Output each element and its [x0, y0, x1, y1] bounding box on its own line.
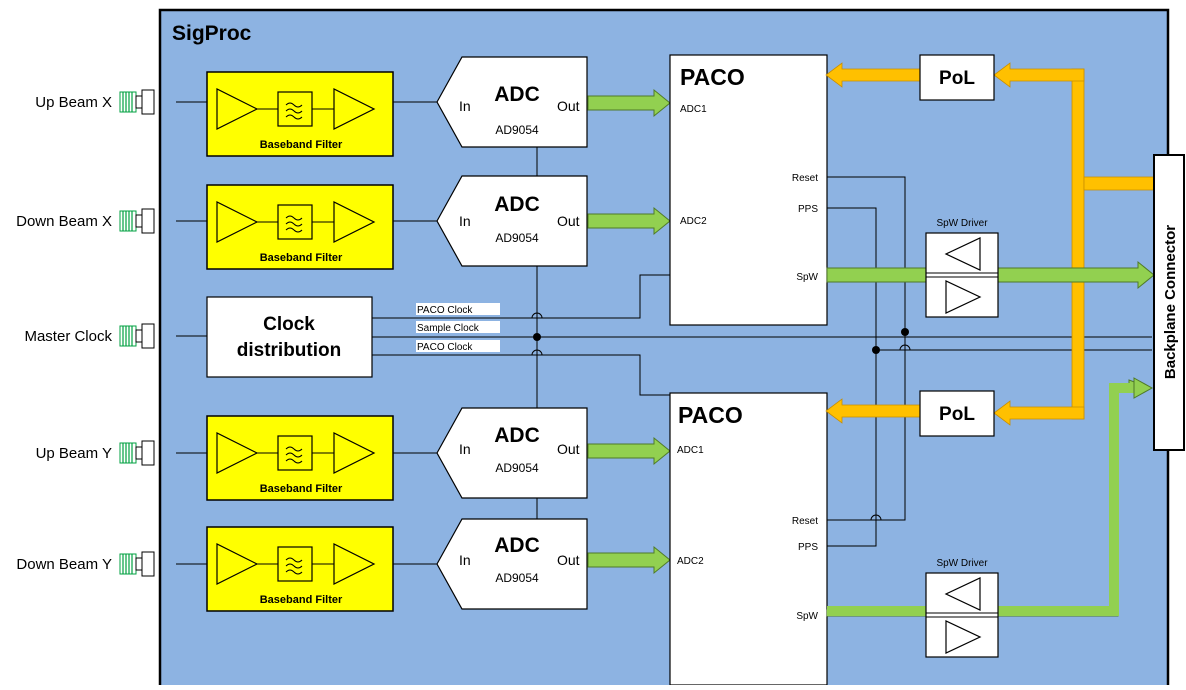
- svg-text:AD9054: AD9054: [495, 461, 539, 475]
- svg-text:PACO: PACO: [678, 402, 743, 428]
- sma-connector-icon: [119, 89, 155, 115]
- clock-distribution-block: Clock distribution: [206, 296, 373, 378]
- svg-text:PoL: PoL: [939, 404, 975, 425]
- svg-text:SpW Driver: SpW Driver: [936, 558, 988, 569]
- svg-text:AD9054: AD9054: [495, 123, 539, 137]
- svg-text:Baseband Filter: Baseband Filter: [260, 139, 343, 151]
- input-label: Master Clock: [24, 328, 112, 345]
- svg-text:Baseband Filter: Baseband Filter: [260, 594, 343, 606]
- paco-fpga-block: PACO ADC1 ADC2 Reset PPS SpW: [669, 54, 828, 326]
- svg-text:Clock: Clock: [263, 314, 315, 335]
- svg-text:PPS: PPS: [798, 542, 818, 553]
- input-label: Down Beam X: [16, 213, 112, 230]
- svg-text:ADC: ADC: [494, 534, 540, 557]
- svg-text:Backplane Connector: Backplane Connector: [1162, 225, 1179, 379]
- spw-driver-block: SpW Driver: [925, 558, 999, 658]
- sma-connector-icon: [119, 208, 155, 234]
- adc-block: ADC In Out AD9054: [436, 175, 588, 267]
- power-arrow: [825, 398, 921, 424]
- svg-text:AD9054: AD9054: [495, 231, 539, 245]
- clock-signal-label: PACO Clock: [417, 305, 473, 316]
- adc-block: ADC In Out AD9054: [436, 56, 588, 148]
- svg-text:Reset: Reset: [792, 516, 818, 527]
- svg-text:PPS: PPS: [798, 204, 818, 215]
- svg-text:Out: Out: [557, 98, 580, 114]
- svg-text:Out: Out: [557, 213, 580, 229]
- svg-text:PoL: PoL: [939, 68, 975, 89]
- spw-arrowhead: [1133, 377, 1154, 399]
- power-arrow: [993, 400, 1085, 426]
- sma-connector-icon: [119, 440, 155, 466]
- power-bus: [1071, 68, 1085, 420]
- board-title: SigProc: [172, 22, 252, 45]
- pol-block: PoL: [919, 390, 995, 437]
- junction-dot: [872, 346, 880, 354]
- svg-text:ADC1: ADC1: [680, 104, 707, 115]
- data-arrow: [587, 206, 671, 236]
- paco-fpga-block: PACO ADC1 ADC2 Reset PPS SpW: [669, 392, 828, 686]
- power-arrow: [993, 62, 1085, 88]
- svg-text:SpW Driver: SpW Driver: [936, 218, 988, 229]
- svg-text:ADC1: ADC1: [677, 445, 704, 456]
- svg-text:Out: Out: [557, 441, 580, 457]
- baseband-filter-block: Baseband Filter: [206, 184, 394, 270]
- svg-text:SpW: SpW: [796, 611, 818, 622]
- svg-text:Out: Out: [557, 552, 580, 568]
- svg-text:AD9054: AD9054: [495, 571, 539, 585]
- svg-text:Reset: Reset: [792, 173, 818, 184]
- svg-text:ADC2: ADC2: [677, 556, 704, 567]
- data-arrow: [587, 545, 671, 575]
- baseband-filter-block: Baseband Filter: [206, 71, 394, 157]
- baseband-filter-block: Baseband Filter: [206, 526, 394, 612]
- svg-text:In: In: [459, 441, 471, 457]
- clock-signal-label: Sample Clock: [417, 323, 480, 334]
- adc-block: ADC In Out AD9054: [436, 407, 588, 499]
- input-label: Up Beam Y: [36, 445, 112, 462]
- backplane-connector: Backplane Connector: [1153, 154, 1185, 451]
- adc-block: ADC In Out AD9054: [436, 518, 588, 610]
- svg-text:distribution: distribution: [237, 340, 341, 361]
- data-arrow: [587, 88, 671, 118]
- svg-text:In: In: [459, 213, 471, 229]
- data-arrow: [587, 436, 671, 466]
- clock-signal-label: PACO Clock: [417, 342, 473, 353]
- svg-text:Baseband Filter: Baseband Filter: [260, 483, 343, 495]
- svg-text:ADC: ADC: [494, 424, 540, 447]
- sma-connector-icon: [119, 551, 155, 577]
- svg-text:In: In: [459, 98, 471, 114]
- junction-dot: [901, 328, 909, 336]
- svg-text:In: In: [459, 552, 471, 568]
- svg-text:ADC2: ADC2: [680, 216, 707, 227]
- power-arrow: [825, 62, 921, 88]
- svg-text:ADC: ADC: [494, 193, 540, 216]
- svg-text:ADC: ADC: [494, 83, 540, 106]
- input-label: Up Beam X: [35, 94, 112, 111]
- svg-text:Baseband Filter: Baseband Filter: [260, 252, 343, 264]
- svg-text:SpW: SpW: [796, 272, 818, 283]
- svg-text:PACO: PACO: [680, 64, 745, 90]
- input-label: Down Beam Y: [16, 556, 112, 573]
- pol-block: PoL: [919, 54, 995, 101]
- junction-dot: [533, 333, 541, 341]
- baseband-filter-block: Baseband Filter: [206, 415, 394, 501]
- sma-connector-icon: [119, 323, 155, 349]
- power-arrow: [1083, 176, 1155, 191]
- spw-driver-block: SpW Driver: [925, 218, 999, 318]
